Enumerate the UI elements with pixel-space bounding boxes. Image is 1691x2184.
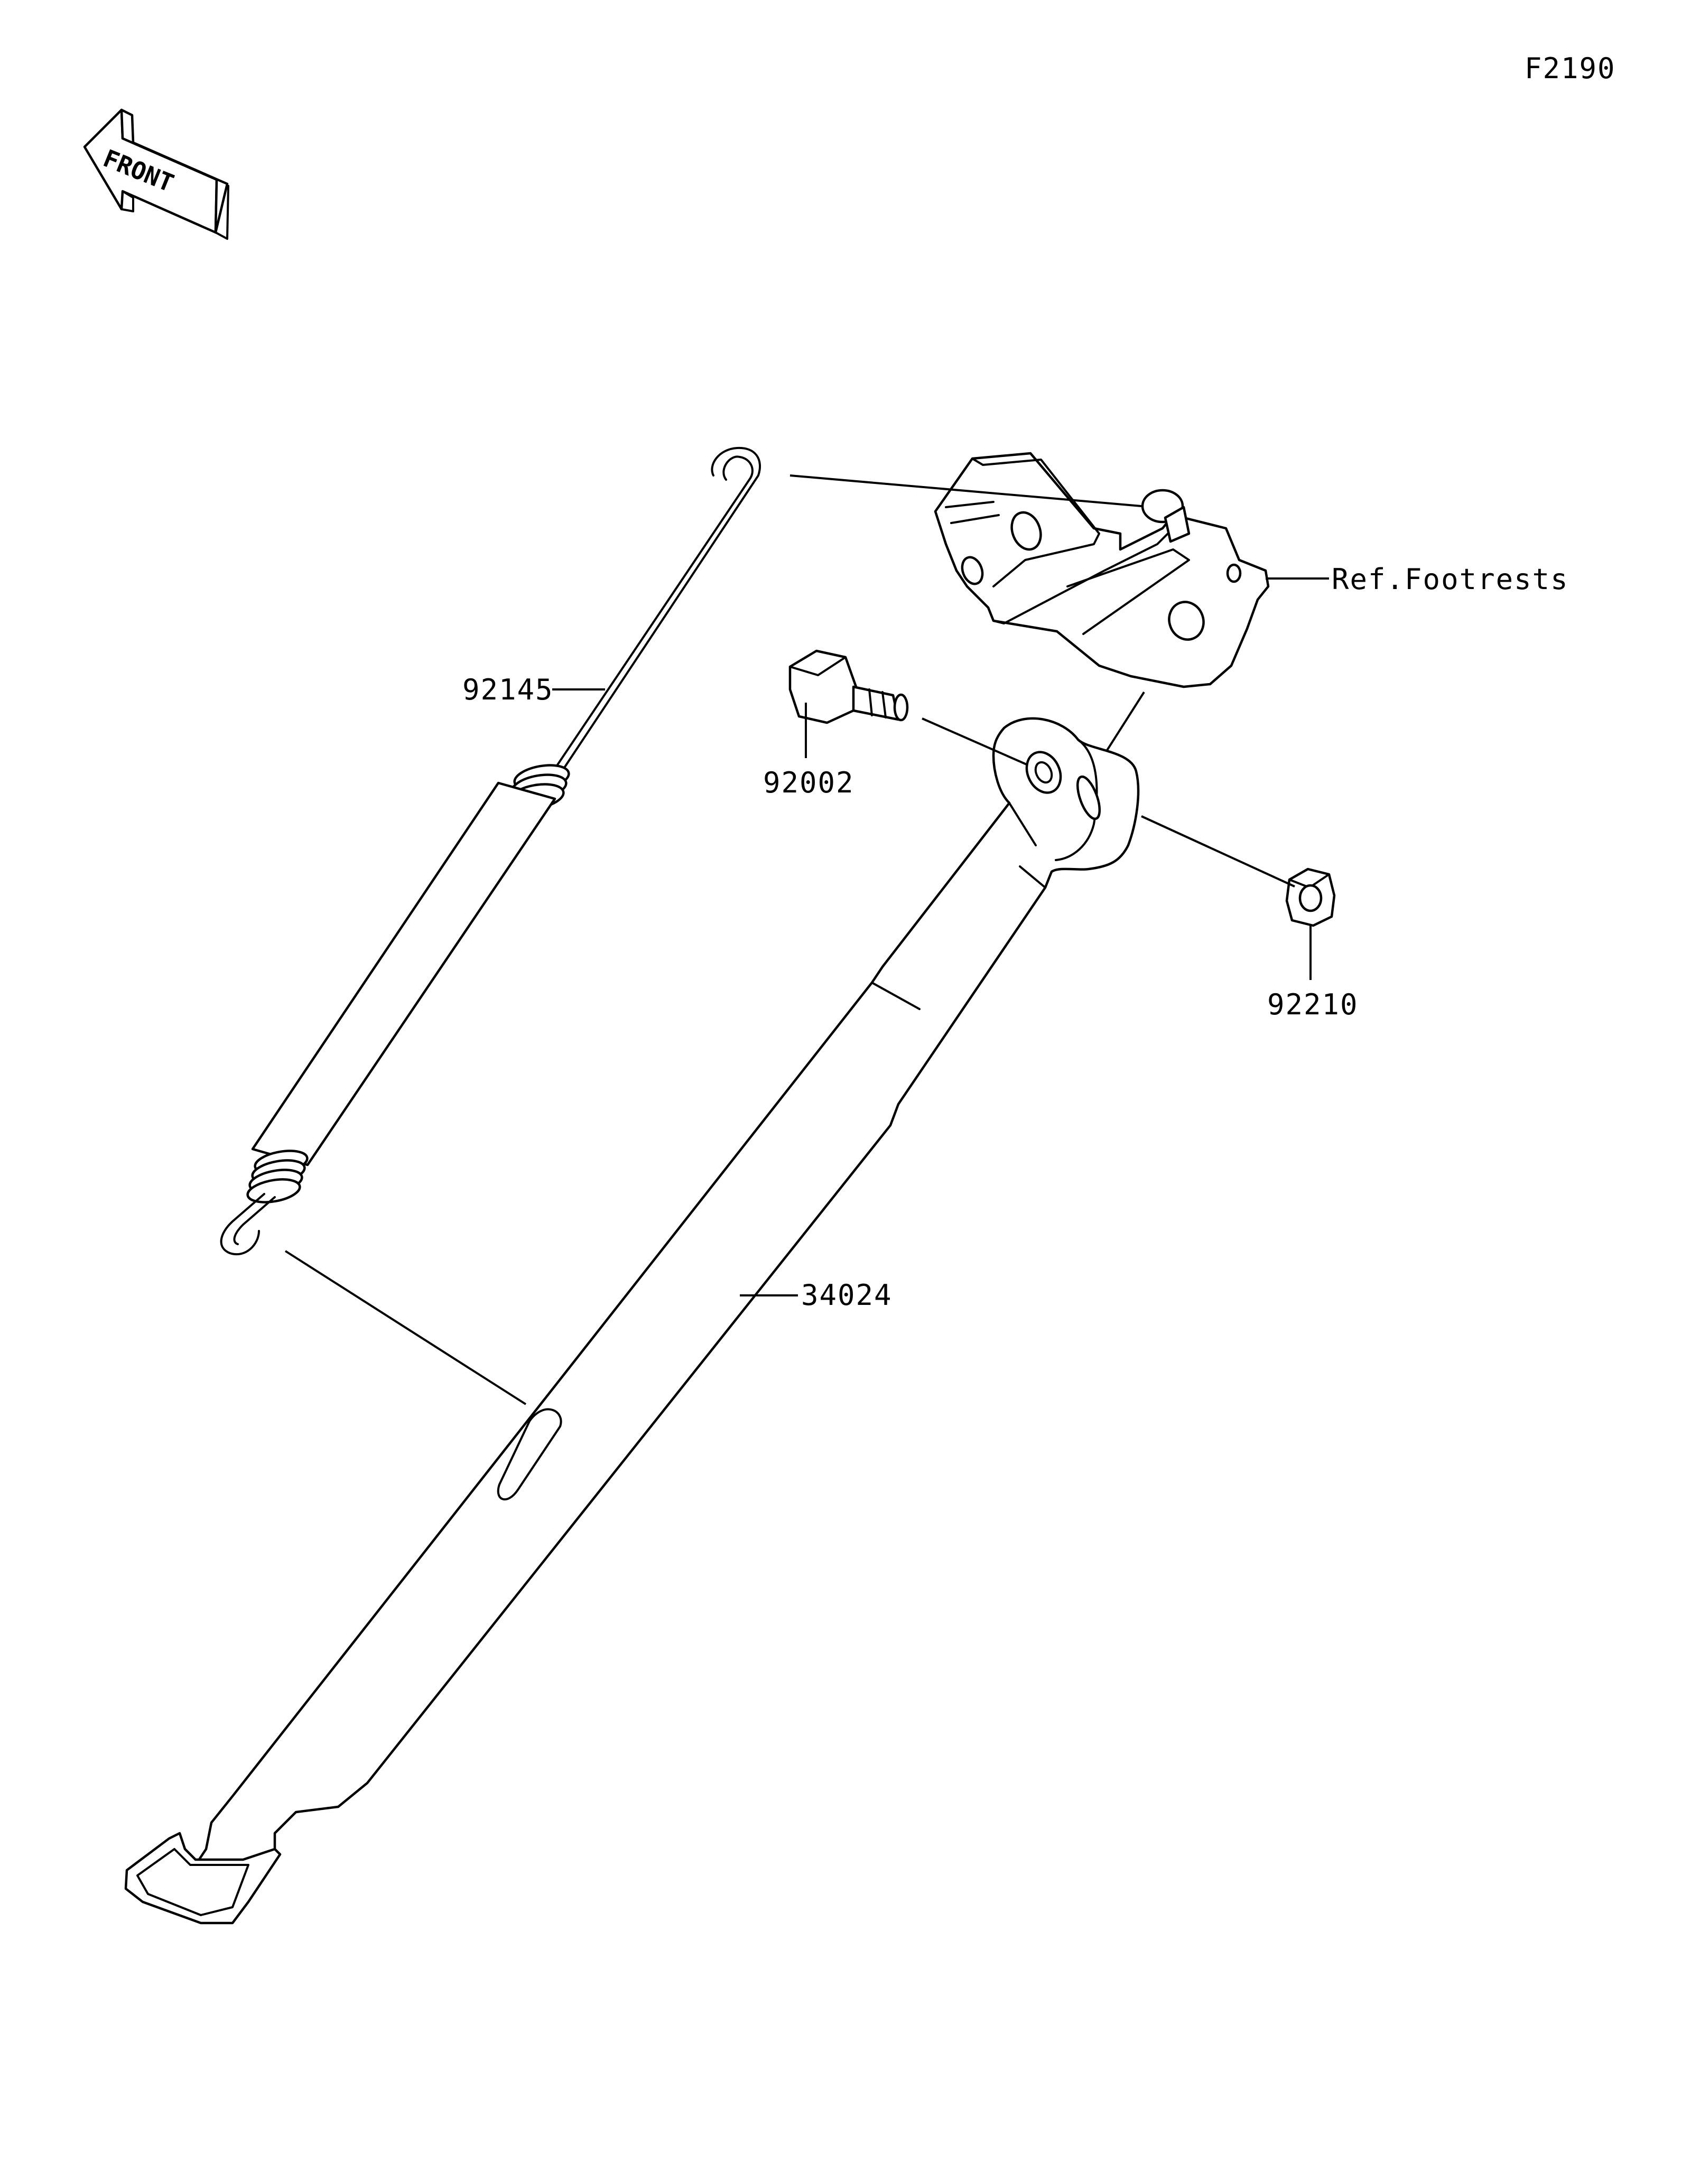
bolt — [788, 649, 909, 724]
nut — [1285, 867, 1336, 927]
part-number-92210: 92210 — [1267, 988, 1359, 1021]
callout-ref-footrests: Ref.Footrests — [1266, 563, 1569, 596]
callout-92145: 92145 — [462, 673, 605, 706]
assembly-lines — [284, 474, 1295, 1405]
footrest-bracket — [934, 452, 1270, 688]
front-arrow-icon: FRONT — [83, 108, 229, 240]
part-number-92145: 92145 — [462, 673, 554, 706]
callout-34024: 34024 — [740, 1278, 893, 1312]
return-spring — [220, 446, 761, 1255]
callout-92002: 92002 — [763, 703, 854, 799]
figure-code: F2190 — [1525, 52, 1616, 85]
part-number-34024: 34024 — [801, 1278, 893, 1312]
side-stand — [124, 717, 1140, 1925]
part-number-92002: 92002 — [763, 766, 854, 799]
callout-92210: 92210 — [1267, 926, 1359, 1021]
ref-footrests-label: Ref.Footrests — [1332, 563, 1569, 596]
